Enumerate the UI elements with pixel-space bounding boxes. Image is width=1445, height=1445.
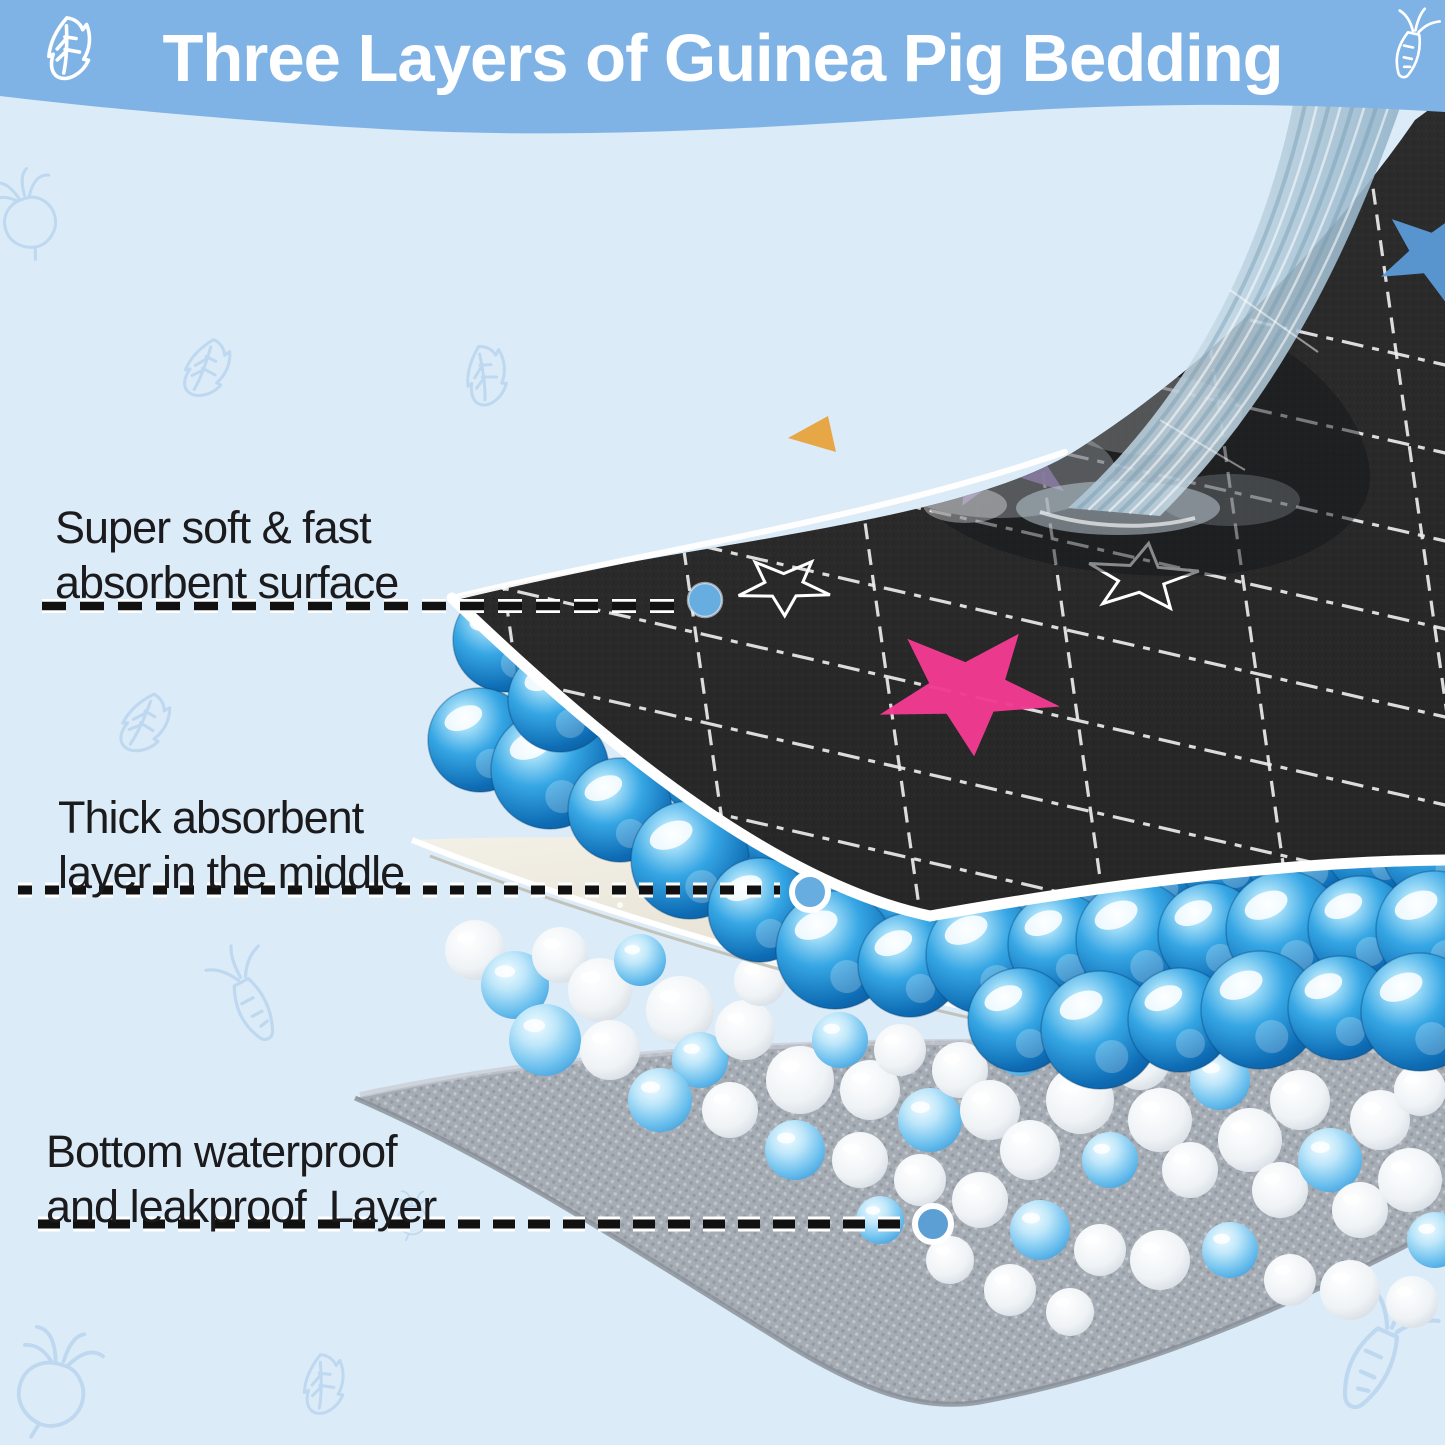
blue-bead xyxy=(614,934,666,986)
white-bead xyxy=(1386,1276,1438,1328)
white-bead xyxy=(1000,1120,1060,1180)
callout-lines xyxy=(18,581,954,1245)
callout-text: absorbent surface xyxy=(55,557,399,608)
callout-label-top: Super soft & fast absorbent surface xyxy=(55,500,399,610)
white-bead xyxy=(1130,1230,1190,1290)
callout-text: and leakproof Layer xyxy=(46,1181,437,1232)
white-bead xyxy=(832,1132,888,1188)
blue-bead xyxy=(812,1012,868,1068)
white-bead xyxy=(532,927,588,983)
callout-label-middle: Thick absorbent layer in the middle xyxy=(58,790,405,900)
white-bead xyxy=(580,1020,640,1080)
white-bead xyxy=(568,958,632,1022)
mat-edge-piping xyxy=(446,592,1445,922)
white-bead xyxy=(874,1024,926,1076)
white-bead xyxy=(1350,1090,1410,1150)
white-bead xyxy=(646,976,714,1044)
blue-bead xyxy=(509,1004,581,1076)
orange-star-tip xyxy=(788,416,836,452)
white-bead xyxy=(715,1000,775,1060)
white-bead xyxy=(1128,1088,1192,1152)
white-bead xyxy=(932,1042,988,1098)
water-stream xyxy=(1016,99,1402,535)
page-title: Three Layers of Guinea Pig Bedding xyxy=(162,21,1283,96)
blue-bead xyxy=(672,1032,728,1088)
callout-text: Super soft & fast xyxy=(55,502,372,553)
blue-bead xyxy=(1202,1222,1258,1278)
white-bead xyxy=(1074,1224,1126,1276)
blue-bead xyxy=(898,1088,962,1152)
white-bead xyxy=(894,1154,946,1206)
white-bead xyxy=(702,1082,758,1138)
white-outline-star xyxy=(737,558,831,619)
white-bead xyxy=(1046,1288,1094,1336)
white-bead xyxy=(1394,1064,1445,1116)
blue-bead xyxy=(1010,1200,1070,1260)
white-bead xyxy=(766,1046,834,1114)
white-bead xyxy=(952,1172,1008,1228)
blue-bead xyxy=(481,951,549,1019)
white-bead xyxy=(1218,1108,1282,1172)
white-bead xyxy=(1378,1148,1442,1212)
white-bead xyxy=(1320,1260,1380,1320)
callout-text: layer in the middle xyxy=(58,847,405,898)
white-bead xyxy=(926,1236,974,1284)
white-bead xyxy=(984,1264,1036,1316)
white-bead xyxy=(1270,1070,1330,1130)
blue-bead xyxy=(1407,1212,1445,1268)
blue-bead xyxy=(765,1120,825,1180)
white-bead xyxy=(1162,1142,1218,1198)
callout-label-bottom: Bottom waterproof and leakproof Layer xyxy=(46,1124,437,1234)
white-bead xyxy=(1264,1254,1316,1306)
pink-star xyxy=(879,633,1060,757)
white-bead xyxy=(840,1060,900,1120)
callout-dot-bottom xyxy=(912,1203,954,1245)
gel-bead xyxy=(1040,970,1160,1090)
callout-dot-top xyxy=(686,581,724,619)
header-band xyxy=(0,0,1445,134)
blue-star xyxy=(1381,209,1445,303)
blue-bead xyxy=(628,1068,692,1132)
callout-dot-middle xyxy=(789,871,831,913)
callout-text: Bottom waterproof xyxy=(46,1126,398,1177)
white-bead xyxy=(960,1080,1020,1140)
callout-text: Thick absorbent xyxy=(58,792,364,843)
white-bead-layer xyxy=(445,920,1445,1336)
white-bead xyxy=(1332,1182,1388,1238)
blue-bead xyxy=(1082,1132,1138,1188)
blue-bead xyxy=(1298,1128,1362,1192)
gel-bead xyxy=(1360,952,1445,1072)
white-bead xyxy=(1252,1162,1308,1218)
